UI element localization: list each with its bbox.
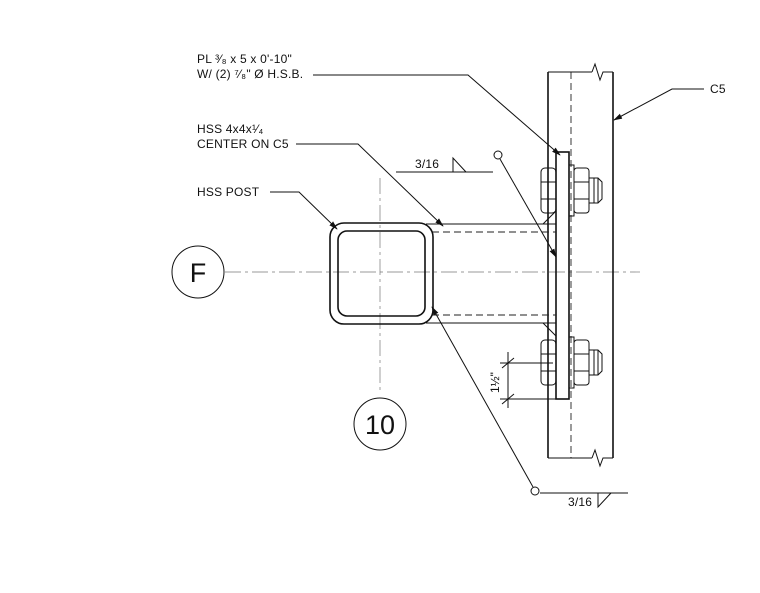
- weld-symbol-top: 3/16: [396, 150, 557, 258]
- post-callout: HSS POST: [197, 185, 338, 230]
- plate-callout-line2: W/ (2) ⁷⁄₈" Ø H.S.B.: [197, 67, 303, 81]
- c5-channel: [547, 62, 614, 468]
- bolt-bottom-thread: [589, 349, 603, 376]
- hss-arm: [426, 210, 557, 337]
- hss-callout-line1: HSS 4x4x¹⁄₄: [197, 122, 263, 136]
- bolt-bottom: [540, 336, 603, 389]
- plate-callout: PL ³⁄₈ x 5 x 0'-10" W/ (2) ⁷⁄₈" Ø H.S.B.: [197, 52, 561, 156]
- grid-bubble-10-label: 10: [365, 410, 395, 440]
- c5-bottom-break-zig: [591, 448, 613, 468]
- plate-outline: [555, 151, 570, 400]
- post-callout-label: HSS POST: [197, 185, 260, 199]
- hss-callout: HSS 4x4x¹⁄₄ CENTER ON C5: [197, 122, 444, 227]
- dim-tick-bottom: [501, 393, 515, 405]
- weld-symbol-top-all-around: [493, 150, 503, 160]
- bolt-top-thread: [589, 177, 603, 204]
- weld-symbol-bottom-size: 3/16: [568, 495, 592, 509]
- grid-bubble-10-circle: [353, 397, 407, 451]
- grid-bubble-f-circle: [171, 245, 225, 299]
- c5-top-break-zig: [591, 62, 613, 82]
- hss-post-inner: [337, 230, 426, 317]
- weld-symbol-top-arrow: [499, 158, 557, 258]
- grid-bubble-f-label: F: [190, 258, 207, 288]
- hss-post-outer: [329, 222, 434, 325]
- c5-leader: [613, 88, 704, 121]
- plate: [555, 151, 570, 400]
- hss-callout-line2: CENTER ON C5: [197, 137, 289, 151]
- c5-callout-label: C5: [710, 82, 726, 96]
- dim-tick-top: [501, 357, 515, 369]
- dim-text: 1½": [488, 372, 502, 393]
- weld-fillet-top: [541, 210, 557, 225]
- c5-callout: C5: [613, 82, 726, 121]
- weld-symbol-bottom: 3/16: [431, 306, 628, 509]
- weld-symbol-bottom-all-around: [530, 486, 540, 496]
- grid-bubble-10: 10: [353, 397, 407, 451]
- bolt-edge-dimension: 1½": [488, 352, 556, 408]
- post-leader: [270, 191, 338, 230]
- bolt-top-head: [540, 167, 557, 214]
- bolt-top-nut: [573, 167, 590, 214]
- weld-symbol-top-size: 3/16: [415, 157, 439, 171]
- bolt-bottom-nut: [573, 339, 590, 386]
- hss-leader: [296, 143, 444, 227]
- hss-post: [329, 222, 434, 325]
- plate-leader: [313, 74, 561, 156]
- plate-callout-line1: PL ³⁄₈ x 5 x 0'-10": [197, 52, 292, 66]
- grid-bubble-f: F: [171, 245, 225, 299]
- weld-fillet-bottom: [541, 322, 557, 337]
- weld-symbol-top-fillet: [452, 156, 467, 173]
- weld-symbol-bottom-fillet: [597, 492, 612, 509]
- bolt-top: [540, 164, 603, 217]
- weld-symbol-bottom-arrow: [431, 306, 534, 488]
